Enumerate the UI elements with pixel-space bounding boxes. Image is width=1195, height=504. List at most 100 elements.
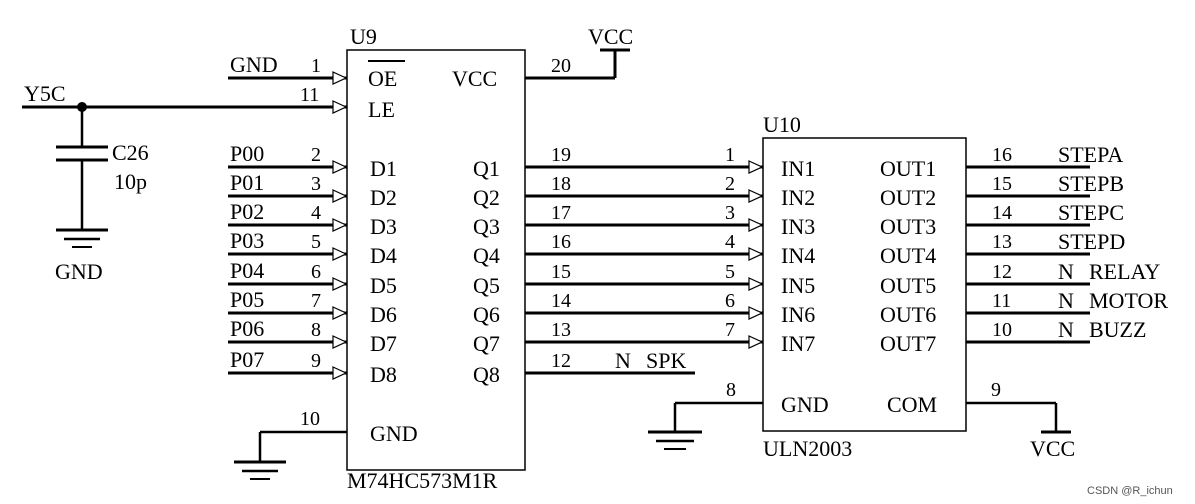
u9-body — [346, 49, 526, 471]
u9-input-pin-number: 6 — [311, 261, 321, 283]
u9-input-label: D7 — [370, 331, 397, 356]
u10-output-label: OUT1 — [880, 156, 936, 181]
u9-gnd-label: GND — [370, 421, 418, 446]
u10-output-net: STEPC — [1058, 200, 1124, 225]
u10-output-label: OUT3 — [880, 214, 936, 239]
u9-vcc-pin: VCC 20 VCC — [452, 24, 633, 91]
u10-gnd-label: GND — [781, 392, 829, 417]
u9-input-row: P05 7D6 — [228, 287, 397, 327]
u10-input-pin-number: 1 — [725, 144, 735, 166]
net-spk-prefix: N — [615, 348, 631, 373]
u9-input-net: P07 — [230, 347, 264, 372]
u10-output-net-prefix: N — [1058, 259, 1074, 284]
c26-ref: C26 — [112, 140, 149, 165]
u9-input-net: P05 — [230, 287, 264, 312]
u9-input-pin-number: 4 — [311, 202, 321, 224]
u9-input-pin-number: 5 — [311, 231, 321, 253]
u9-output-row: Q1 19 — [473, 144, 764, 181]
u9-output-pin-number: 19 — [551, 144, 571, 166]
u9-output-label: Q6 — [473, 302, 500, 327]
u9-oe-label: OE — [368, 66, 397, 91]
u9-output-label: Q3 — [473, 214, 500, 239]
u9-input-net: P01 — [230, 170, 264, 195]
u10-output-label: OUT4 — [880, 243, 936, 268]
u9-vcc-label: VCC — [452, 66, 497, 91]
u10-input-label: IN7 — [781, 331, 815, 356]
u9-gnd-pin: GND 10 — [234, 408, 418, 480]
u9-input-label: D8 — [370, 362, 397, 387]
u9-input-label: D6 — [370, 302, 397, 327]
u10-input-pin-number: 2 — [725, 173, 735, 195]
u10-output-label: OUT6 — [880, 302, 936, 327]
u9-le-label: LE — [368, 97, 395, 122]
u9-input-label: D2 — [370, 185, 397, 210]
u9-input-net: P00 — [230, 141, 264, 166]
u10-output-net-prefix: N — [1058, 288, 1074, 313]
u9-output-label: Q2 — [473, 185, 500, 210]
u9-input-pin-number: 3 — [311, 173, 321, 195]
u9-output-row: Q6 14 — [473, 290, 764, 327]
u10-input-pin-number: 7 — [725, 319, 735, 341]
u10-output-label: OUT5 — [880, 273, 936, 298]
u9-output-label: Q1 — [473, 156, 500, 181]
u10-output-net-prefix: N — [1058, 317, 1074, 342]
u10-input-pin-number: 3 — [725, 202, 735, 224]
ground-symbol-cap: GND — [55, 228, 108, 284]
u9-input-pin-number: 7 — [311, 290, 321, 312]
u10-input-label: IN1 — [781, 156, 815, 181]
u9-output-label: Q7 — [473, 331, 500, 356]
net-spk: N SPK — [615, 348, 686, 373]
u9-output-label: Q4 — [473, 243, 500, 268]
u9-output-pin-number: 12 — [551, 350, 571, 372]
u9-output-pin-number: 18 — [551, 173, 571, 195]
u10-output-net: STEPA — [1058, 142, 1123, 167]
u10-output-pin-number: 10 — [992, 319, 1012, 341]
u9-input-pin-number: 8 — [311, 319, 321, 341]
u10-gnd-pin-number: 8 — [726, 379, 736, 401]
u10-output-row: OUT4 13 STEPD — [880, 229, 1125, 268]
u9-input-row: P02 4D3 — [228, 199, 397, 239]
u9-input-row: P07 9D8 — [228, 347, 397, 387]
u9-input-label: D3 — [370, 214, 397, 239]
u9-input-net: P02 — [230, 199, 264, 224]
u9-input-pin-number: 9 — [311, 350, 321, 372]
u9-le-pin-number: 11 — [300, 84, 319, 106]
u9-oe-pin-number: 1 — [311, 55, 321, 77]
u10-output-pin-number: 13 — [992, 231, 1012, 253]
u10-input-label: IN4 — [781, 243, 815, 268]
u10-input-label: IN2 — [781, 185, 815, 210]
u9-input-label: D1 — [370, 156, 397, 181]
u9-output-row: Q2 18 — [473, 173, 764, 210]
u10-input-pin-number: 4 — [725, 231, 735, 253]
u9-output-pin-number: 17 — [551, 202, 571, 224]
u10-output-net: STEPD — [1058, 229, 1125, 254]
u10-gnd-pin: GND 8 — [648, 379, 829, 450]
c26-value: 10p — [114, 169, 147, 194]
net-gnd-oe: GND — [230, 52, 278, 77]
u9-output-pin-number: 14 — [551, 290, 571, 312]
u10-input-pin-number: 5 — [725, 261, 735, 283]
u10-input-label: IN6 — [781, 302, 815, 327]
u9-gnd-pin-number: 10 — [300, 408, 320, 430]
net-vcc-right: VCC — [1030, 436, 1075, 461]
u10-output-net: STEPB — [1058, 171, 1124, 196]
u10-input-label: IN3 — [781, 214, 815, 239]
u10-output-label: OUT2 — [880, 185, 936, 210]
u9-input-row: P01 3D2 — [228, 170, 397, 210]
